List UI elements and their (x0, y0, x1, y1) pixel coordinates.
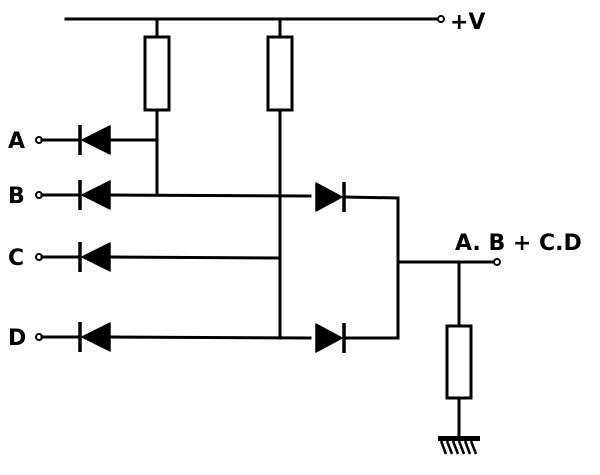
or-output-junction (396, 196, 501, 340)
or-diode-lower (315, 323, 400, 353)
input-a-branch (35, 125, 159, 155)
input-b-label: B (8, 184, 25, 209)
or-diode-lower-icon (315, 323, 343, 353)
output-label: A. B + C.D (455, 231, 582, 256)
supply-terminal[interactable] (437, 15, 445, 23)
input-b-branch (35, 180, 312, 210)
input-a-label: A (8, 129, 25, 154)
input-c-branch (35, 242, 282, 272)
pulldown-resistor (445, 260, 473, 440)
or-diode-upper (315, 182, 400, 212)
ground-icon (438, 436, 480, 455)
diode-d-icon (81, 322, 111, 352)
diode-c-icon (81, 242, 111, 272)
pullup-resistor-2 (266, 17, 294, 198)
supply-label: +V (450, 10, 485, 35)
or-diode-upper-icon (315, 182, 343, 212)
pullup-resistor-1 (143, 17, 171, 195)
diode-a-icon (81, 125, 111, 155)
diode-b-icon (81, 180, 111, 210)
input-c-label: C (8, 246, 24, 271)
input-d-branch (35, 322, 312, 352)
output-terminal[interactable] (493, 258, 501, 266)
supply-rail (64, 15, 445, 23)
input-d-label: D (8, 326, 26, 351)
